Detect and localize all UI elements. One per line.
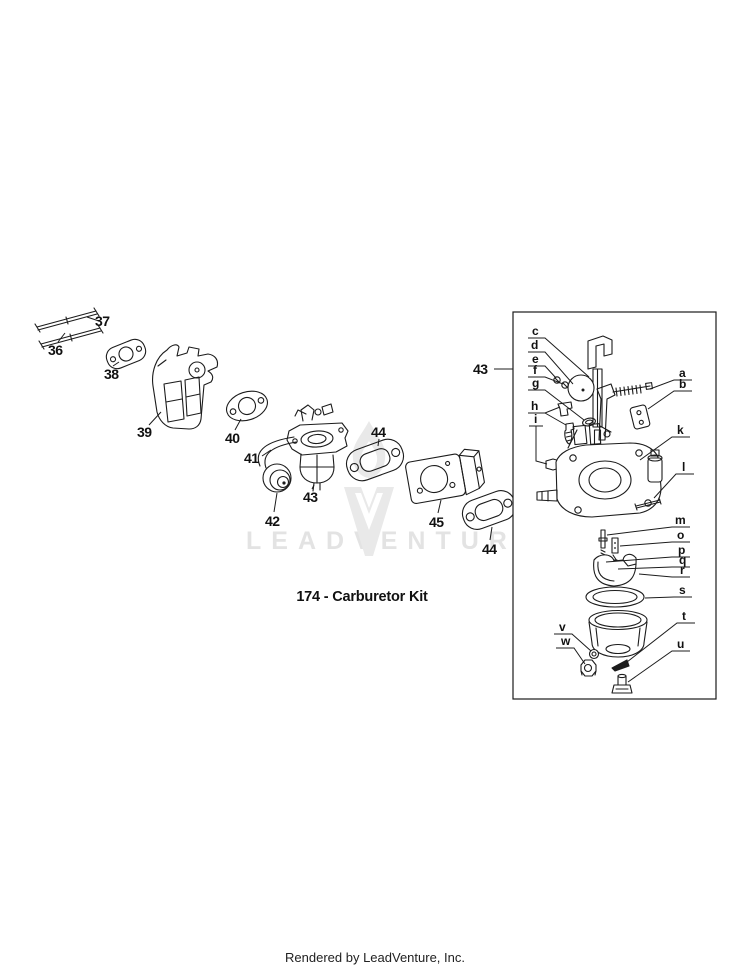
kit-caption: 174 - Carburetor Kit	[296, 589, 428, 605]
main-leader-lines	[57, 316, 513, 541]
detail-letter-u: u	[677, 637, 685, 651]
detail-letter-w: w	[561, 634, 571, 648]
part-label-42: 42	[265, 513, 280, 529]
detail-plate-b	[629, 404, 651, 430]
detail-letter-m: m	[675, 513, 686, 527]
detail-bowl-bolt-u	[611, 673, 633, 694]
part-rod-36	[38, 324, 104, 350]
detail-letter-a: a	[679, 366, 686, 380]
part-label-45: 45	[429, 514, 444, 530]
part-label-41: 41	[244, 450, 259, 466]
detail-drain-t	[611, 659, 630, 672]
part-carburetor-43	[286, 403, 349, 492]
detail-letter-k: k	[677, 423, 684, 437]
part-label-36: 36	[48, 342, 63, 358]
detail-letter-o: o	[677, 528, 685, 542]
detail-letter-d: d	[531, 338, 539, 352]
detail-letter-b: b	[679, 377, 687, 391]
detail-letter-h: h	[531, 399, 539, 413]
part-label-37: 37	[95, 313, 110, 329]
detail-choke-plate	[567, 374, 595, 402]
detail-letter-g: g	[532, 376, 540, 390]
detail-letter-l: l	[682, 460, 686, 474]
part-label-44: 44	[482, 541, 497, 557]
part-cap-42	[262, 463, 292, 493]
detail-float	[593, 553, 637, 587]
detail-letter-r: r	[680, 563, 685, 577]
render-credit: Rendered by LeadVenture, Inc.	[285, 950, 465, 965]
detail-washer-v	[588, 648, 600, 660]
part-label-39: 39	[137, 424, 152, 440]
detail-box-label-43: 43	[473, 361, 488, 377]
part-label-38: 38	[104, 366, 119, 382]
detail-letter-s: s	[679, 583, 686, 597]
detail-letter-q: q	[679, 553, 687, 567]
detail-bowl-gasket	[585, 586, 645, 608]
part-gasket-44a	[345, 438, 405, 482]
part-tube-41	[257, 436, 297, 469]
detail-letter-f: f	[533, 363, 537, 377]
watermark-text: LEADVENTURE	[246, 527, 544, 555]
detail-pin-l	[634, 497, 662, 511]
detail-throttle-shaft	[596, 382, 653, 441]
part-rod-37	[34, 307, 100, 333]
part-label-43: 43	[303, 489, 318, 505]
part-bracket-39	[152, 344, 219, 430]
detail-float-bowl	[588, 609, 648, 658]
detail-letter-v: v	[559, 620, 566, 634]
part-spacer-45	[405, 448, 485, 504]
detail-carb-body	[536, 423, 663, 518]
detail-letter-t: t	[682, 609, 686, 623]
detail-nut-w	[580, 659, 597, 677]
detail-letter-i: i	[534, 412, 538, 426]
detail-letter-p: p	[678, 543, 686, 557]
detail-leader-lines	[528, 337, 695, 683]
detail-letter-c: c	[532, 324, 539, 338]
part-gasket-38	[105, 338, 147, 370]
part-gasket-40	[226, 390, 268, 422]
part-label-40: 40	[225, 430, 240, 446]
detail-letter-e: e	[532, 352, 539, 366]
watermark-logo-icon	[344, 421, 394, 556]
part-label-44: 44	[371, 424, 386, 440]
detail-idle-screw	[557, 401, 575, 445]
